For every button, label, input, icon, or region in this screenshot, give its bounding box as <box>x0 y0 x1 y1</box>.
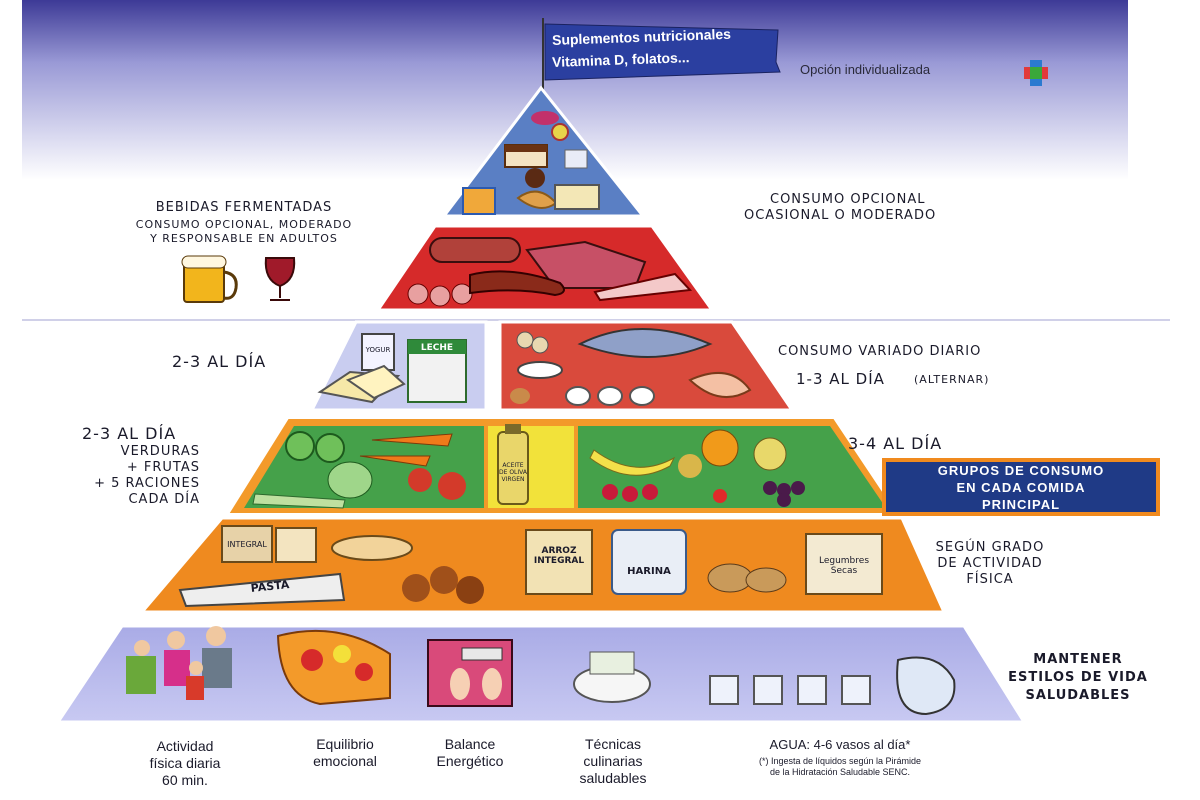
individual-option-label: Opción individualizada <box>800 62 931 77</box>
cereals-illustration <box>178 525 883 608</box>
olive-oil-label: ACEITE DE OLIVA VIRGEN <box>499 462 527 483</box>
beer-icon <box>181 255 238 303</box>
wine-glass-icon <box>264 257 296 301</box>
main-meal-groups-box: GRUPOS DE CONSUMO EN CADA COMIDA PRINCIP… <box>882 458 1160 516</box>
dairy-illustration <box>317 333 467 404</box>
meat-illustration <box>407 237 693 307</box>
milk-label: LECHE <box>420 343 454 353</box>
vegetables-line4: CADA DÍA <box>128 492 200 507</box>
main-meal-groups-line3: PRINCIPAL <box>981 496 1061 512</box>
physical-activity-line2: física diaria <box>149 755 221 771</box>
energy-balance-label: Balance Energético <box>410 736 530 770</box>
physical-activity-line3: 60 min. <box>162 772 208 788</box>
vegetables-line2: + FRUTAS <box>126 460 200 475</box>
cooking-techniques-line1: Técnicas <box>584 736 642 752</box>
lifestyle-line2: ESTILOS DE VIDA <box>1008 670 1148 685</box>
plus-cross-icon <box>1024 60 1048 86</box>
main-meal-groups-line2: EN CADA COMIDA <box>956 479 1086 495</box>
optional-consumption-line2: OCASIONAL O MODERADO <box>744 208 937 223</box>
yogurt-label: YOGUR <box>365 346 391 354</box>
cooking-techniques-label: Técnicas culinarias saludables <box>548 736 678 787</box>
fermented-drinks-sub1: CONSUMO OPCIONAL, MODERADO <box>135 218 353 231</box>
vegetables-line1: VERDURAS <box>120 444 200 459</box>
fermented-drinks-sub2: Y RESPONSABLE EN ADULTOS <box>150 232 338 245</box>
physical-activity-line1: Actividad <box>156 738 214 754</box>
energy-balance-line2: Energético <box>436 753 504 769</box>
water-label: AGUA: 4-6 vasos al día* <box>769 737 911 752</box>
flour-label: HARINA <box>627 566 671 577</box>
varied-consumption-line1: CONSUMO VARIADO DIARIO <box>778 344 982 359</box>
emotional-balance-line1: Equilibrio <box>316 736 374 752</box>
fruits-frequency: 3-4 AL DÍA <box>848 434 943 453</box>
hydration-note-line2: de la Hidratación Saludable SENC. <box>769 767 911 777</box>
flag <box>544 23 781 81</box>
legumes-label: Legumbres Secas <box>818 556 870 576</box>
optional-consumption-line1: CONSUMO OPCIONAL <box>770 192 926 207</box>
energy-balance-line1: Balance <box>444 736 496 752</box>
activity-line3: FÍSICA <box>966 572 1014 587</box>
dairy-frequency: 2-3 AL DÍA <box>172 352 267 371</box>
emotional-balance-label: Equilibrio emocional <box>280 736 410 770</box>
cooking-techniques-line3: saludables <box>579 770 647 786</box>
physical-activity-label: Actividad física diaria 60 min. <box>110 738 260 789</box>
vegetables-frequency: 2-3 AL DÍA <box>82 424 177 443</box>
main-meal-groups-line1: GRUPOS DE CONSUMO <box>937 462 1105 478</box>
activity-line2: DE ACTIVIDAD <box>937 556 1043 571</box>
activity-line1: SEGÚN GRADO <box>935 540 1045 555</box>
lifestyle-line1: MANTENER <box>1033 652 1123 667</box>
varied-consumption-freq: 1-3 AL DÍA <box>796 370 885 388</box>
rice-label: ARROZ INTEGRAL <box>533 546 585 566</box>
integral-bread-label: INTEGRAL <box>227 540 267 549</box>
cooking-techniques-line2: culinarias <box>583 753 643 769</box>
varied-consumption-note: (ALTERNAR) <box>914 373 990 386</box>
lifestyle-line3: SALUDABLES <box>1025 688 1131 703</box>
hydration-note: (*) Ingesta de líquidos según la Pirámid… <box>690 756 990 778</box>
veg-fruit-illustration <box>252 424 805 509</box>
emotional-balance-line2: emocional <box>313 753 377 769</box>
fermented-drinks-title: BEBIDAS FERMENTADAS <box>155 200 333 215</box>
lifestyle-illustration <box>126 626 956 716</box>
vegetables-line3: + 5 RACIONES <box>94 476 200 491</box>
hydration-note-line1: (*) Ingesta de líquidos según la Pirámid… <box>758 756 922 766</box>
protein-illustration <box>510 328 752 406</box>
sweets-illustration <box>462 111 600 215</box>
